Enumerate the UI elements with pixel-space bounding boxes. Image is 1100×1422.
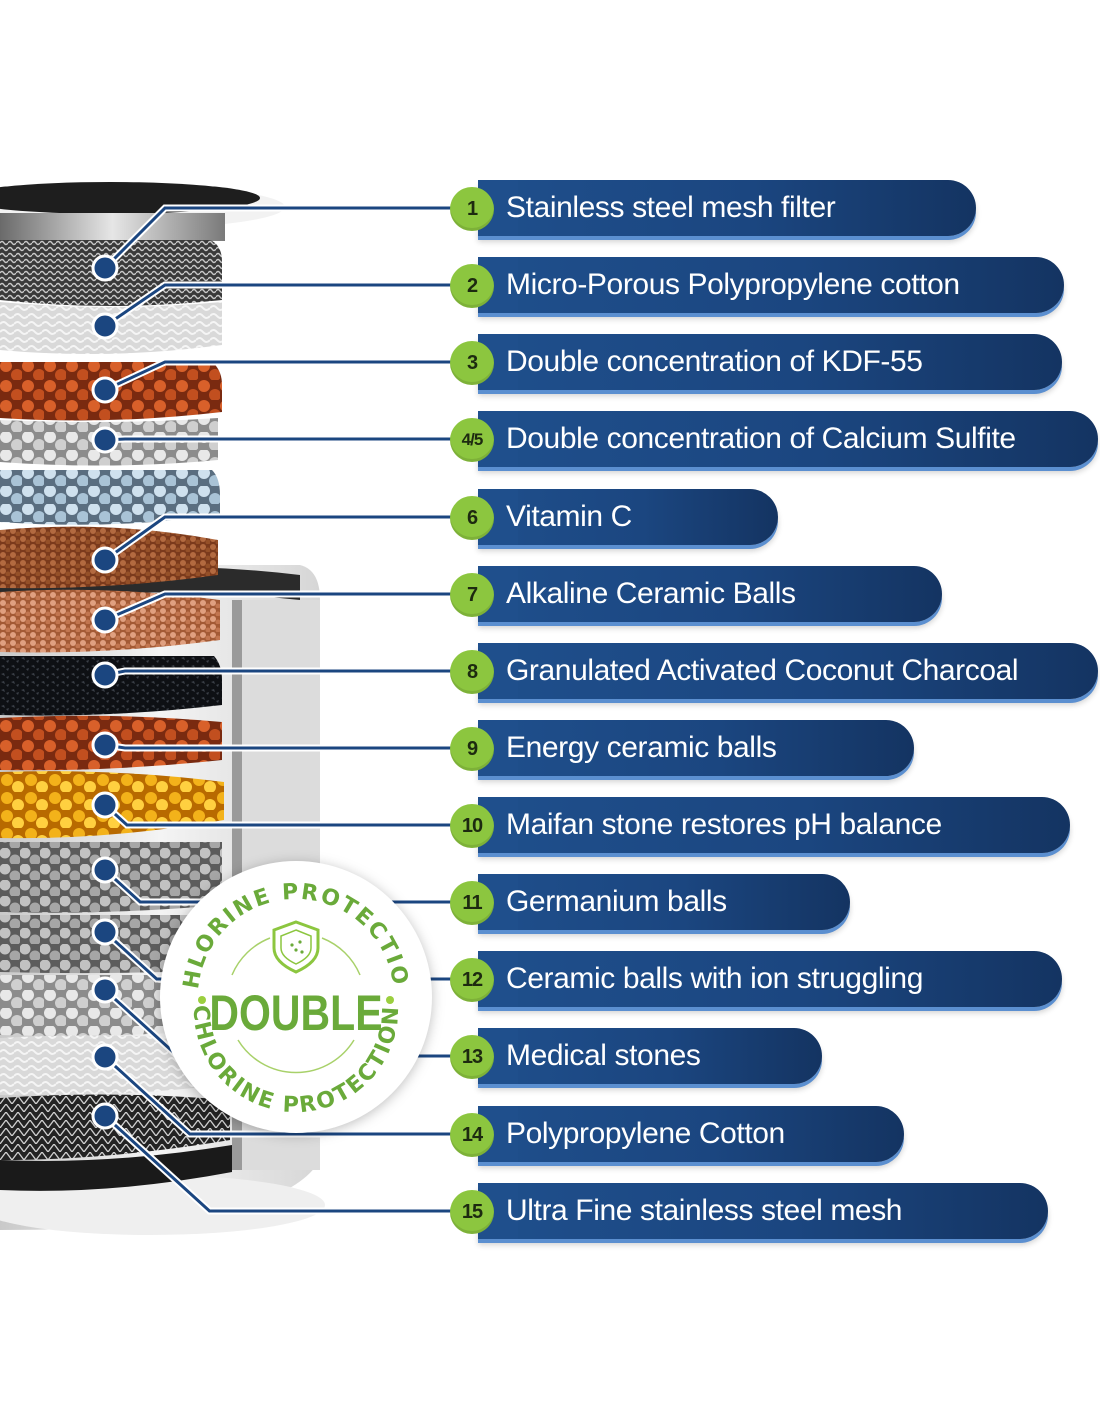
layer-label-text: Micro-Porous Polypropylene cotton: [506, 268, 960, 301]
layer-label-text: Granulated Activated Coconut Charcoal: [506, 654, 1019, 687]
connector-line: [103, 1114, 452, 1213]
layer-marker-dot: [91, 1043, 119, 1071]
layer-number-badge: 13: [450, 1035, 494, 1079]
layer-marker-dot: [91, 254, 119, 282]
layer-label: Stainless steel mesh filter: [478, 180, 976, 236]
seal-center-text: DOUBLE: [209, 985, 382, 1041]
layer-label: Micro-Porous Polypropylene cotton: [478, 257, 1064, 313]
connector-line: [104, 515, 452, 562]
layer-label-text: Double concentration of KDF-55: [506, 345, 923, 378]
layer-label-text: Stainless steel mesh filter: [506, 191, 836, 224]
layer-marker-dot: [91, 426, 119, 454]
layer-label: Maifan stone restores pH balance: [478, 797, 1070, 853]
layer-marker-dot: [91, 312, 119, 340]
layer-number-badge: 14: [450, 1113, 494, 1157]
layer-marker-dot: [91, 918, 119, 946]
layer-label: Energy ceramic balls: [478, 720, 914, 776]
layer-label-text: Vitamin C: [506, 500, 632, 533]
layer-number-badge: 10: [450, 804, 494, 848]
connector-line: [104, 283, 452, 328]
layer-label: Ultra Fine stainless steel mesh: [478, 1183, 1048, 1239]
layer-marker-dot: [91, 731, 119, 759]
layer-label: Germanium balls: [478, 874, 850, 930]
layer-number-badge: 7: [450, 573, 494, 617]
layer-number-badge: 3: [450, 341, 494, 385]
layer-label-text: Polypropylene Cotton: [506, 1117, 785, 1150]
layer-calcium-sulfite-b: [0, 470, 220, 525]
layer-label: Double concentration of KDF-55: [478, 334, 1062, 390]
layer-number-badge: 12: [450, 958, 494, 1002]
layer-marker-dot: [91, 661, 119, 689]
layer-label-text: Energy ceramic balls: [506, 731, 777, 764]
layer-number-badge: 1: [450, 187, 494, 231]
layer-marker-dot: [91, 376, 119, 404]
layer-label-text: Germanium balls: [506, 885, 727, 918]
connector-line: [104, 360, 452, 392]
layer-label-text: Double concentration of Calcium Sulfite: [506, 422, 1016, 455]
layer-number-badge: 15: [450, 1190, 494, 1234]
layer-number-badge: 11: [450, 881, 494, 925]
layer-number-badge: 9: [450, 727, 494, 771]
layer-number-badge: 6: [450, 496, 494, 540]
layer-label-text: Maifan stone restores pH balance: [506, 808, 942, 841]
layer-label-text: Alkaline Ceramic Balls: [506, 577, 796, 610]
layer-marker-dot: [91, 791, 119, 819]
layer-marker-dot: [91, 546, 119, 574]
layer-label: Polypropylene Cotton: [478, 1106, 904, 1162]
layer-label: Alkaline Ceramic Balls: [478, 566, 942, 622]
connector-line: [103, 1055, 452, 1136]
connector-line: [104, 592, 452, 622]
layer-label: Vitamin C: [478, 489, 778, 545]
layer-label: Double concentration of Calcium Sulfite: [478, 411, 1098, 467]
layer-label-text: Ultra Fine stainless steel mesh: [506, 1194, 903, 1227]
layer-label: Granulated Activated Coconut Charcoal: [478, 643, 1098, 699]
connector-line: [104, 437, 452, 442]
connector-line: [103, 206, 452, 270]
layer-marker-dot: [91, 976, 119, 1004]
layer-label-text: Medical stones: [506, 1039, 701, 1072]
layer-number-badge: 4/5: [450, 418, 494, 462]
layer-label: Ceramic balls with ion struggling: [478, 951, 1062, 1007]
shield-icon: [272, 920, 320, 974]
layer-number-badge: 2: [450, 264, 494, 308]
layer-label-text: Ceramic balls with ion struggling: [506, 962, 923, 995]
layer-marker-dot: [91, 606, 119, 634]
top-cap: [0, 182, 285, 241]
layer-number-badge: 8: [450, 650, 494, 694]
layer-marker-dot: [91, 1102, 119, 1130]
layer-label: Medical stones: [478, 1028, 822, 1084]
layer-marker-dot: [91, 856, 119, 884]
